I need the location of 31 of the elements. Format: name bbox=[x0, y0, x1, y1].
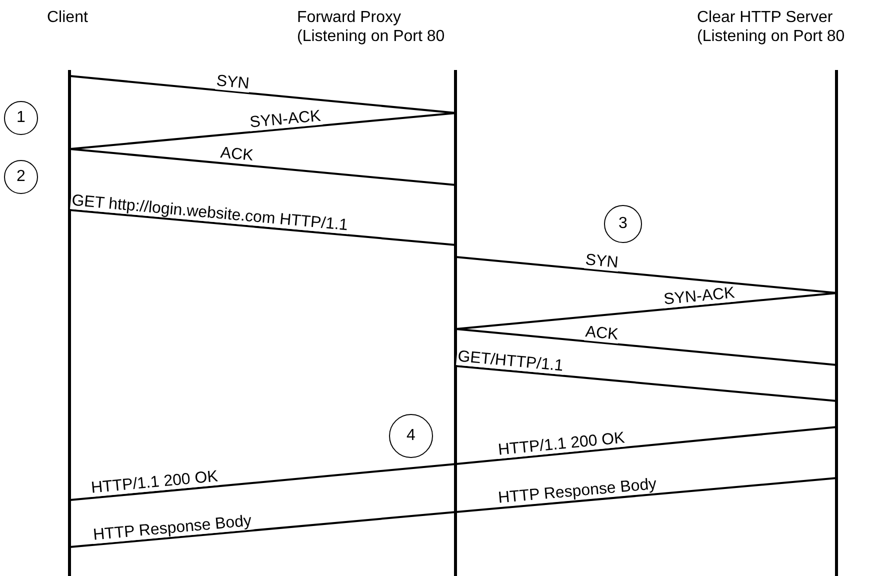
message-line bbox=[70, 511, 456, 548]
message-line bbox=[456, 256, 838, 294]
step-number-circle: 3 bbox=[604, 205, 642, 243]
message-line bbox=[456, 328, 838, 366]
message-label: SYN bbox=[583, 251, 620, 272]
participant-note: (Listening on Port 80 bbox=[697, 27, 845, 46]
participant-name: Forward Proxy bbox=[297, 8, 402, 27]
step-number-circle: 2 bbox=[4, 160, 38, 194]
message-line bbox=[70, 148, 456, 186]
message-line bbox=[456, 292, 838, 330]
message-label: HTTP Response Body bbox=[92, 512, 254, 544]
message-line bbox=[456, 365, 838, 402]
message-label: ACK bbox=[583, 323, 620, 344]
message-label: HTTP Response Body bbox=[496, 476, 658, 508]
step-number-circle: 4 bbox=[389, 414, 433, 458]
message-line bbox=[70, 209, 456, 246]
message-label: HTTP/1.1 200 OK bbox=[496, 430, 626, 459]
message-label: HTTP/1.1 200 OK bbox=[90, 468, 220, 498]
message-label: GET http://login.website.com HTTP/1.1 bbox=[70, 192, 350, 234]
message-line bbox=[70, 75, 456, 114]
message-line bbox=[456, 477, 838, 513]
message-line bbox=[70, 463, 456, 501]
message-label: SYN-ACK bbox=[248, 108, 323, 132]
participant-note: (Listening on Port 80 bbox=[297, 27, 445, 46]
message-line bbox=[456, 426, 838, 465]
message-label: SYN bbox=[214, 72, 252, 92]
step-number-circle: 1 bbox=[4, 101, 38, 135]
participant-name: Clear HTTP Server bbox=[697, 8, 833, 27]
message-label: SYN-ACK bbox=[662, 284, 736, 308]
message-line bbox=[70, 112, 456, 150]
participant-name: Client bbox=[47, 8, 88, 27]
